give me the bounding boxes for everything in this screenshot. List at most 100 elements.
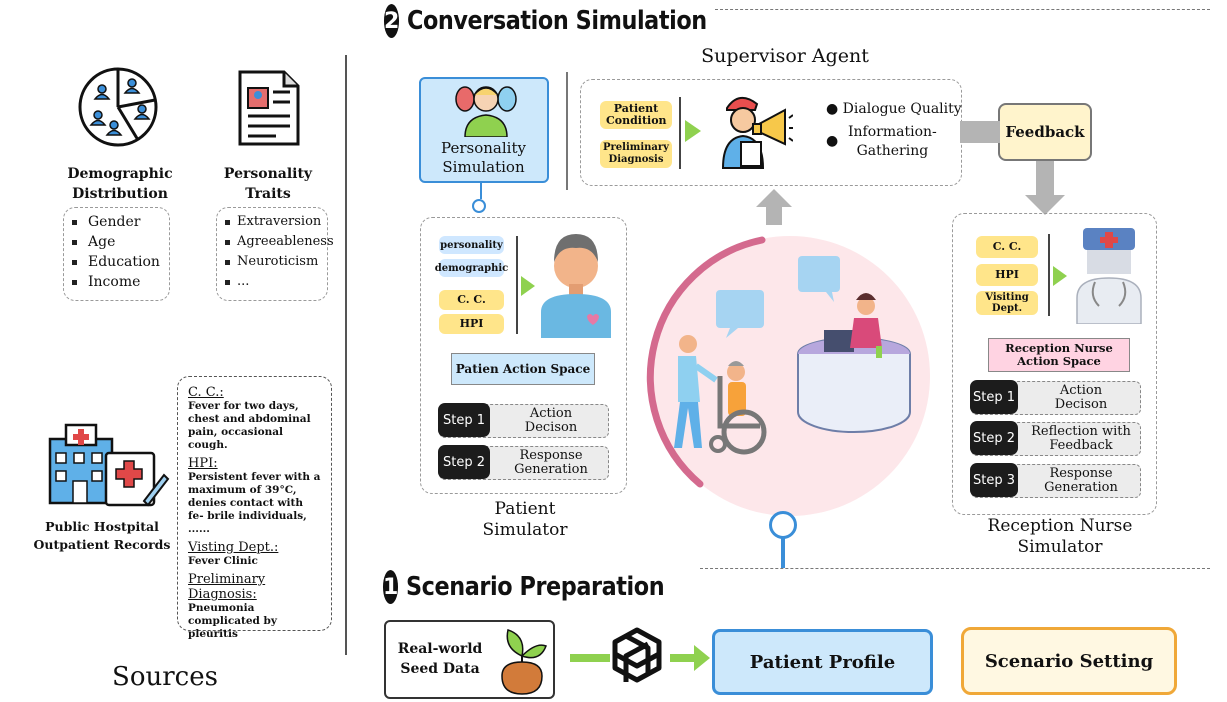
demographic-list: Gender Age Education Income (64, 212, 169, 292)
green-arrow-to-profile (670, 645, 710, 671)
seed-data-box: Real-world Seed Data (384, 620, 555, 699)
step-tag: Step 3 (970, 463, 1018, 497)
nurse-avatar-icon (1076, 228, 1142, 324)
step-tag: Step 1 (970, 380, 1018, 414)
step-tag: Step 1 (438, 403, 490, 437)
section2-header: 2 Conversation Simulation (384, 0, 714, 42)
demographic-chip: demographic (435, 259, 508, 277)
resume-document-icon (238, 70, 300, 146)
patient-action-space: Patien Action Space (451, 353, 595, 385)
cc-text: Fever for two days, chest and abdominal … (188, 400, 311, 451)
feedback-arrows (960, 121, 1065, 215)
outpatient-record-card: C. C.: Fever for two days, chest and abd… (177, 376, 332, 640)
bullet-dot: ● (826, 101, 843, 117)
nurse-hpi-chip: HPI (976, 264, 1038, 286)
up-arrow-to-supervisor (756, 189, 792, 225)
patient-chip-divider (516, 236, 518, 334)
patient-simulator-box: personality demographic C. C. HPI Patien… (420, 217, 627, 494)
supervisor-title: Supervisor Agent (701, 45, 869, 67)
personality-connector-ring (472, 199, 486, 213)
hospital-label-line1: Public Hostpital (45, 519, 159, 534)
personality-simulation-line1: Personality (441, 139, 526, 157)
sources-title: Sources (112, 662, 218, 692)
nurse-dept-chip: Visiting Dept. (976, 291, 1038, 315)
personality-list: Extraversion Agreeableness Neuroticism .… (217, 212, 334, 292)
bullet-dot: ● (826, 133, 839, 149)
section1-number-badge: 1 (383, 570, 399, 604)
patient-avatar-icon (541, 234, 611, 338)
supervisor-agent-box: Patient Condition Preliminary Diagnosis … (580, 79, 962, 186)
preliminary-diagnosis-chip: Preliminary Diagnosis (600, 140, 672, 168)
top-dashed-line (715, 9, 1210, 10)
nurse-play-arrow-icon (1053, 266, 1067, 286)
demographic-title: Demographic Distribution (64, 164, 176, 204)
personality-connector (480, 183, 482, 199)
patient-hpi-chip: HPI (439, 314, 504, 334)
supervisor-chip-divider (679, 97, 681, 169)
personality-item: Agreeableness (217, 232, 334, 252)
personality-simulation-line2: Simulation (442, 158, 525, 176)
personality-title-line2: Traits (245, 186, 291, 202)
feedback-box: Feedback (998, 103, 1092, 161)
nurse-simulator-label: Reception Nurse Simulator (987, 516, 1133, 557)
supervisor-criteria: ● Dialogue Quality ● Information- Gather… (826, 100, 966, 161)
scenario-connector-ring (769, 511, 797, 539)
hpi-label: HPI: (188, 456, 218, 471)
patient-simulator-label: Patient Simulator (482, 499, 568, 540)
scenario-setting-box: Scenario Setting (961, 627, 1177, 695)
section1-title: Scenario Preparation (406, 572, 665, 602)
step-tag: Step 2 (970, 421, 1018, 455)
demographic-title-line1: Demographic (67, 166, 173, 182)
demographic-item: Income (64, 272, 169, 292)
feedback-label: Feedback (1005, 123, 1085, 141)
personality-simulation-box: Personality Simulation (419, 77, 549, 183)
criteria-information-gathering: ● Information- Gathering (826, 124, 937, 159)
diagnosis-text: Pneumonia complicated by pleuritis (188, 602, 277, 640)
personality-chip: personality (439, 236, 504, 254)
patient-play-arrow-icon (521, 276, 535, 296)
cc-label: C. C.: (188, 385, 224, 400)
demographic-title-line2: Distribution (72, 186, 168, 202)
supervisor-play-arrow-icon (685, 120, 701, 142)
hpi-text: Persistent fever with a maximum of 39°C,… (188, 471, 321, 535)
nurse-chip-divider (1048, 234, 1050, 316)
sprouting-seed-icon (501, 629, 547, 695)
patient-profile-box: Patient Profile (712, 629, 933, 695)
supervisor-separator (566, 72, 568, 190)
demographic-item: Education (64, 252, 169, 272)
personality-item: Extraversion (217, 212, 327, 232)
criteria-dialogue-quality: ● Dialogue Quality (826, 101, 962, 117)
demographic-list-box: Gender Age Education Income (63, 207, 170, 301)
personality-title: Personality Traits (212, 164, 324, 204)
megaphone-supervisor-icon (721, 97, 793, 169)
diagnosis-label-line1: Preliminary (188, 572, 266, 587)
hospital-label: Public Hostpital Outpatient Records (30, 518, 174, 554)
nurse-simulator-box: C. C. HPI Visiting Dept. Reception Nurse… (952, 213, 1157, 515)
nurse-cc-chip: C. C. (976, 236, 1038, 258)
hospital-building-icon (48, 423, 170, 507)
nurse-action-space: Reception Nurse Action Space (988, 338, 1130, 372)
patient-condition-chip: Patient Condition (600, 101, 672, 129)
patient-cc-chip: C. C. (439, 290, 504, 310)
personality-simulation-label: Personality Simulation (421, 139, 546, 177)
green-arrow-to-llm (570, 654, 610, 662)
middle-dashed-line (700, 568, 1210, 569)
reception-scene-illustration (646, 236, 930, 516)
personality-title-line1: Personality (223, 166, 313, 182)
section2-number-badge: 2 (384, 4, 400, 38)
demographic-pie-icon (78, 67, 158, 147)
personality-item: ... (217, 272, 327, 292)
section1-header: 1 Scenario Preparation (383, 569, 703, 605)
scenario-connector-stem (781, 538, 785, 568)
masks-person-icon (455, 86, 517, 137)
dept-text: Fever Clinic (188, 555, 258, 567)
